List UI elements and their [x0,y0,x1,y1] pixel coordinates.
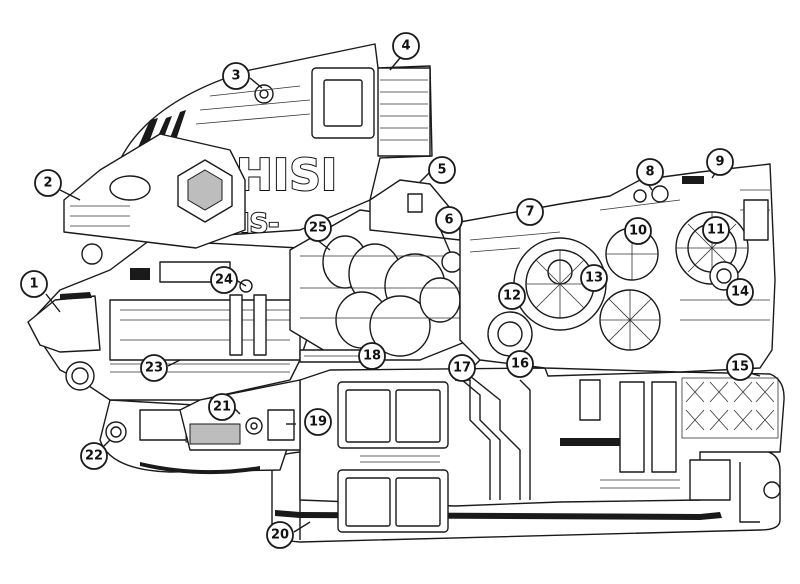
callout-24: 24 [210,266,238,294]
callout-19: 19 [304,408,332,436]
small-components [179,379,301,451]
hull-lettering-main: HISI [236,150,337,201]
svg-text:1: 1 [29,277,38,292]
svg-text:7: 7 [525,205,534,220]
svg-text:17: 17 [453,361,471,376]
callout-15: 15 [726,353,754,381]
svg-text:21: 21 [213,400,231,415]
svg-text:2: 2 [43,176,52,191]
svg-text:6: 6 [444,213,453,228]
callout-2: 2 [34,169,62,197]
svg-text:24: 24 [215,273,233,288]
svg-text:8: 8 [645,165,654,180]
svg-text:16: 16 [511,357,529,372]
svg-text:25: 25 [309,221,327,236]
svg-text:4: 4 [401,39,410,54]
callout-6: 6 [435,206,463,234]
engine-cluster [289,209,471,363]
svg-text:5: 5 [437,163,446,178]
svg-text:3: 3 [231,69,240,84]
callout-21: 21 [208,393,236,421]
hex-emblem-module [63,133,246,265]
svg-text:23: 23 [145,361,163,376]
callout-1: 1 [20,270,48,298]
callout-13: 13 [580,264,608,292]
callout-23: 23 [140,354,168,382]
callout-14: 14 [726,278,754,306]
callout-8: 8 [636,158,664,186]
svg-text:15: 15 [731,360,749,375]
callout-5: 5 [428,156,456,184]
svg-text:14: 14 [731,285,749,300]
callout-7: 7 [516,198,544,226]
callout-9: 9 [706,148,734,176]
svg-text:19: 19 [309,415,327,430]
callout-3: 3 [222,62,250,90]
aft-gear-section [459,163,776,373]
lower-hull-block [299,367,785,533]
svg-text:11: 11 [707,223,725,238]
callout-25: 25 [304,214,332,242]
svg-text:18: 18 [363,349,381,364]
svg-text:9: 9 [715,155,724,170]
callout-10: 10 [624,217,652,245]
callout-18: 18 [358,342,386,370]
callout-20: 20 [266,521,294,549]
callout-22: 22 [80,442,108,470]
svg-text:22: 22 [85,449,103,464]
svg-text:12: 12 [503,289,521,304]
callout-4: 4 [392,32,420,60]
callout-17: 17 [448,354,476,382]
callout-11: 11 [702,216,730,244]
svg-text:13: 13 [585,271,603,286]
callout-16: 16 [506,350,534,378]
forward-hull [27,239,321,401]
hull-lettering-sub: IS- [240,209,279,239]
callout-12: 12 [498,282,526,310]
svg-text:20: 20 [271,528,289,543]
svg-text:10: 10 [629,224,647,239]
